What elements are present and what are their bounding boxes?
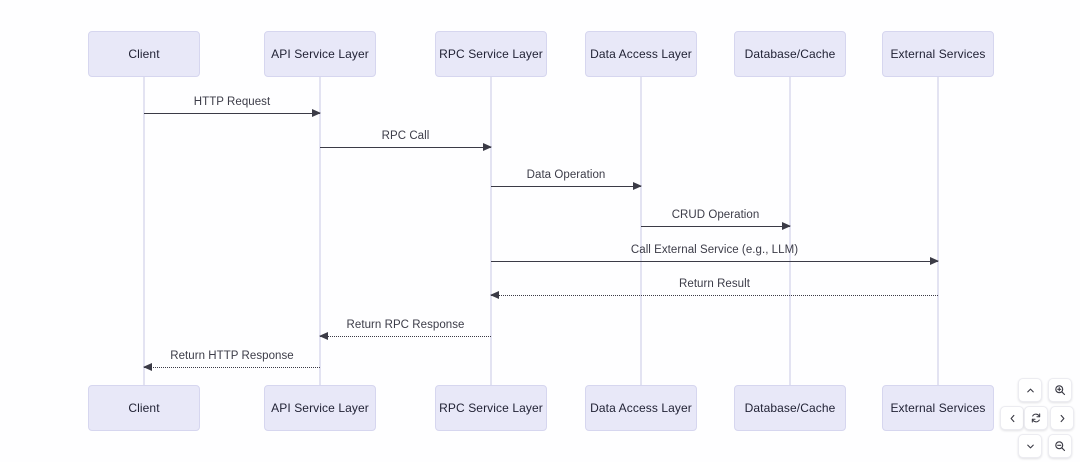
message-arrowhead: [782, 221, 791, 230]
message-arrowhead: [930, 256, 939, 265]
message-line: [491, 261, 938, 262]
participant-label: Data Access Layer: [590, 401, 692, 415]
participant-label: Database/Cache: [744, 401, 836, 415]
participant-label: External Services: [890, 47, 986, 61]
lifeline-api: [319, 77, 321, 385]
participant-header-external[interactable]: External Services: [882, 31, 994, 77]
refresh-icon: [1030, 412, 1042, 424]
participant-label: Database/Cache: [744, 47, 836, 61]
participant-label: API Service Layer: [271, 401, 369, 415]
participant-footer-dal[interactable]: Data Access Layer: [585, 385, 697, 431]
participant-header-rpc[interactable]: RPC Service Layer: [435, 31, 547, 77]
message-line: [144, 367, 320, 368]
participant-label: RPC Service Layer: [439, 401, 543, 415]
participant-label: External Services: [890, 401, 986, 415]
participant-header-client[interactable]: Client: [88, 31, 200, 77]
message-line: [320, 336, 491, 337]
pan-up-button[interactable]: [1018, 378, 1042, 402]
message-arrowhead: [490, 290, 499, 299]
message-arrowhead: [312, 108, 321, 117]
message-line: [641, 226, 790, 227]
lifeline-db: [789, 77, 791, 385]
pan-right-button[interactable]: [1050, 406, 1074, 430]
pan-zoom-control-pad[interactable]: [998, 378, 1076, 458]
message-line: [491, 295, 938, 296]
participant-footer-external[interactable]: External Services: [882, 385, 994, 431]
pan-down-button[interactable]: [1018, 434, 1042, 458]
message-line: [320, 147, 491, 148]
message-line: [491, 186, 641, 187]
message-label: CRUD Operation: [671, 209, 760, 221]
zoom-in-button[interactable]: [1048, 378, 1072, 402]
participant-footer-api[interactable]: API Service Layer: [264, 385, 376, 431]
chevron-down-icon: [1025, 441, 1036, 452]
participant-header-dal[interactable]: Data Access Layer: [585, 31, 697, 77]
lifeline-dal: [640, 77, 642, 385]
message-arrowhead: [633, 181, 642, 190]
participant-footer-client[interactable]: Client: [88, 385, 200, 431]
message-label: Return RPC Response: [346, 319, 465, 331]
message-label: RPC Call: [381, 130, 430, 142]
participant-label: Client: [128, 47, 160, 61]
lifeline-client: [143, 77, 145, 385]
message-label: Return HTTP Response: [170, 350, 294, 362]
message-label: HTTP Request: [193, 96, 271, 108]
participant-label: Data Access Layer: [590, 47, 692, 61]
participant-footer-db[interactable]: Database/Cache: [734, 385, 846, 431]
lifeline-external: [937, 77, 939, 385]
message-arrowhead: [319, 331, 328, 340]
message-label: Data Operation: [526, 169, 606, 181]
zoom-out-button[interactable]: [1048, 434, 1072, 458]
participant-label: Client: [128, 401, 160, 415]
message-arrowhead: [143, 362, 152, 371]
chevron-left-icon: [1007, 413, 1018, 424]
chevron-right-icon: [1057, 413, 1068, 424]
lifeline-rpc: [490, 77, 492, 385]
participant-label: API Service Layer: [271, 47, 369, 61]
participant-label: RPC Service Layer: [439, 47, 543, 61]
message-label: Return Result: [679, 278, 750, 290]
participant-header-db[interactable]: Database/Cache: [734, 31, 846, 77]
chevron-up-icon: [1025, 385, 1036, 396]
message-line: [144, 113, 320, 114]
pan-left-button[interactable]: [1000, 406, 1024, 430]
zoom-in-icon: [1054, 384, 1066, 396]
participant-header-api[interactable]: API Service Layer: [264, 31, 376, 77]
zoom-out-icon: [1054, 440, 1066, 452]
message-label: Call External Service (e.g., LLM): [630, 244, 799, 256]
participant-footer-rpc[interactable]: RPC Service Layer: [435, 385, 547, 431]
message-arrowhead: [483, 142, 492, 151]
reset-view-button[interactable]: [1024, 406, 1048, 430]
